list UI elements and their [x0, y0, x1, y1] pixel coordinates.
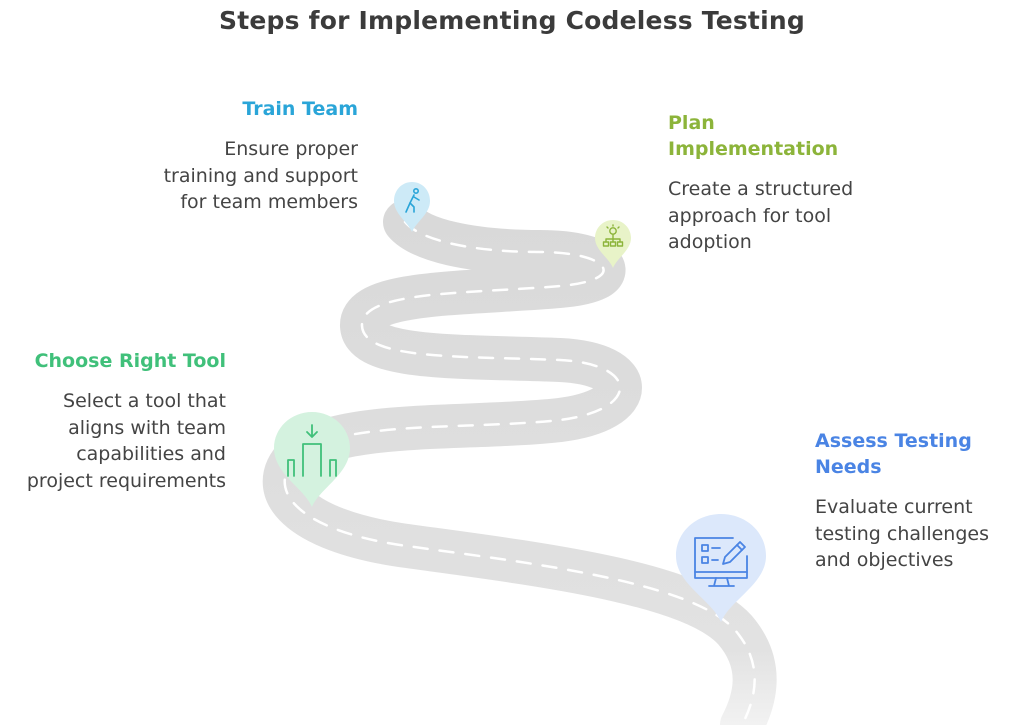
- choose-right-tool-description: Select a tool that aligns with team capa…: [26, 390, 226, 492]
- org-chart-lightbulb-icon: [602, 224, 624, 247]
- road-surface: [262, 200, 777, 725]
- diagram-title: Steps for Implementing Codeless Testing: [219, 6, 805, 35]
- monitor-checklist-pencil-icon: [694, 537, 748, 587]
- plan-implementation-description: Create a structured approach for tool ad…: [668, 178, 854, 253]
- plan-implementation-marker: [595, 220, 631, 268]
- train-team-title: Train Team: [242, 98, 358, 120]
- choose-right-tool-marker: [274, 412, 350, 507]
- train-team-description: Ensure proper training and support for t…: [163, 138, 358, 213]
- train-team-marker: [394, 182, 430, 232]
- assess-testing-needs-marker: [676, 514, 766, 622]
- assess-testing-needs-title: Assess Testing Needs: [815, 430, 972, 478]
- choose-right-tool-title: Choose Right Tool: [34, 350, 226, 372]
- selection-bars-icon: [287, 424, 337, 477]
- plan-implementation-title: Plan Implementation: [668, 112, 839, 160]
- road-center-line: [283, 220, 756, 725]
- person-walking-icon: [405, 188, 420, 213]
- assess-testing-needs-description: Evaluate current testing challenges and …: [815, 496, 989, 571]
